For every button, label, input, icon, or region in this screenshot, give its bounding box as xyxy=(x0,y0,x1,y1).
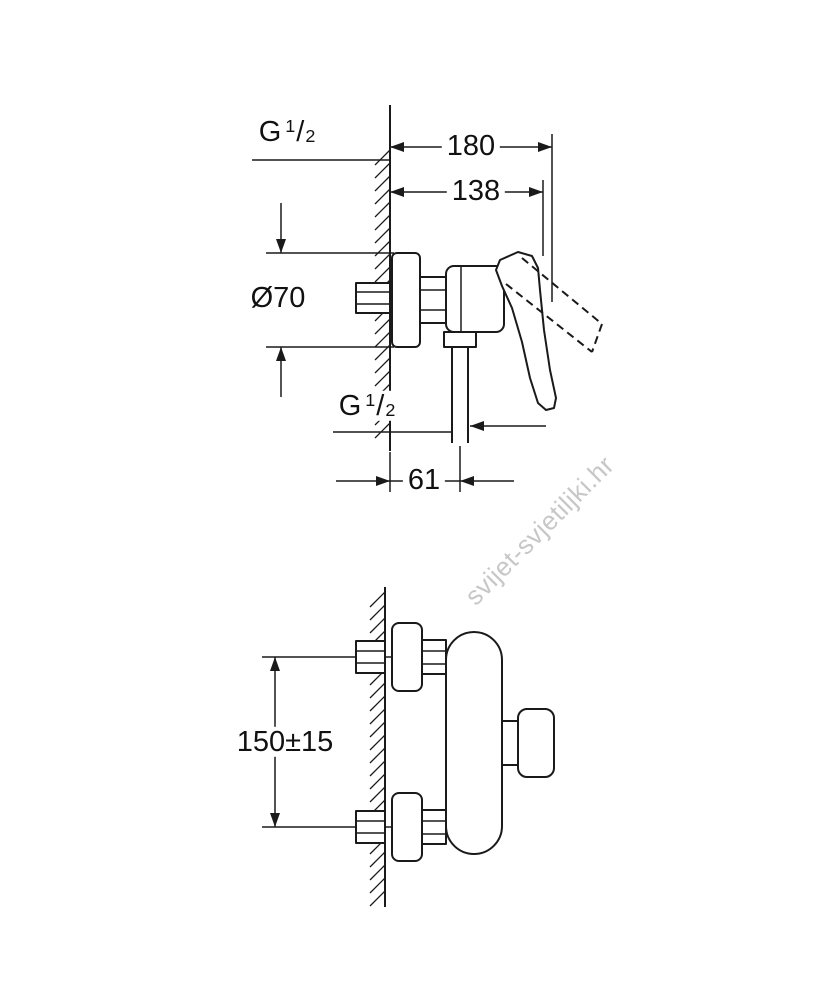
dim-70-arrows xyxy=(266,203,394,397)
inlet-nut-side xyxy=(355,282,391,314)
faucet-body-side xyxy=(445,265,505,333)
handle-knob-plan xyxy=(517,708,555,778)
dim-label-61: 61 xyxy=(402,464,446,495)
escutcheon-bottom xyxy=(391,792,423,862)
dim-label-150: 150±15 xyxy=(231,726,339,757)
inlet-nut-bottom xyxy=(355,810,386,844)
handle-stem-plan xyxy=(501,720,519,766)
inlet-nut-top xyxy=(355,640,386,674)
union-nut-bottom xyxy=(421,809,447,845)
outlet-pipe xyxy=(443,331,477,443)
outlet-thread-arrow xyxy=(470,421,546,431)
faucet-body-plan xyxy=(445,631,503,855)
union-nut-side xyxy=(419,276,447,324)
union-nut-top xyxy=(421,639,447,675)
escutcheon-side xyxy=(391,252,421,348)
dim-label-138: 138 xyxy=(446,175,506,206)
wall-hatching xyxy=(369,591,386,907)
dim-label-diameter-70: Ø70 xyxy=(245,282,311,313)
dim-label-180: 180 xyxy=(441,130,501,161)
wall-section-plan xyxy=(369,587,386,907)
handle-lever-dashed-position xyxy=(505,257,603,353)
side-view-drawing xyxy=(252,105,603,492)
handle-lever xyxy=(495,251,557,411)
escutcheon-top xyxy=(391,622,423,692)
plan-view-drawing xyxy=(262,587,555,907)
